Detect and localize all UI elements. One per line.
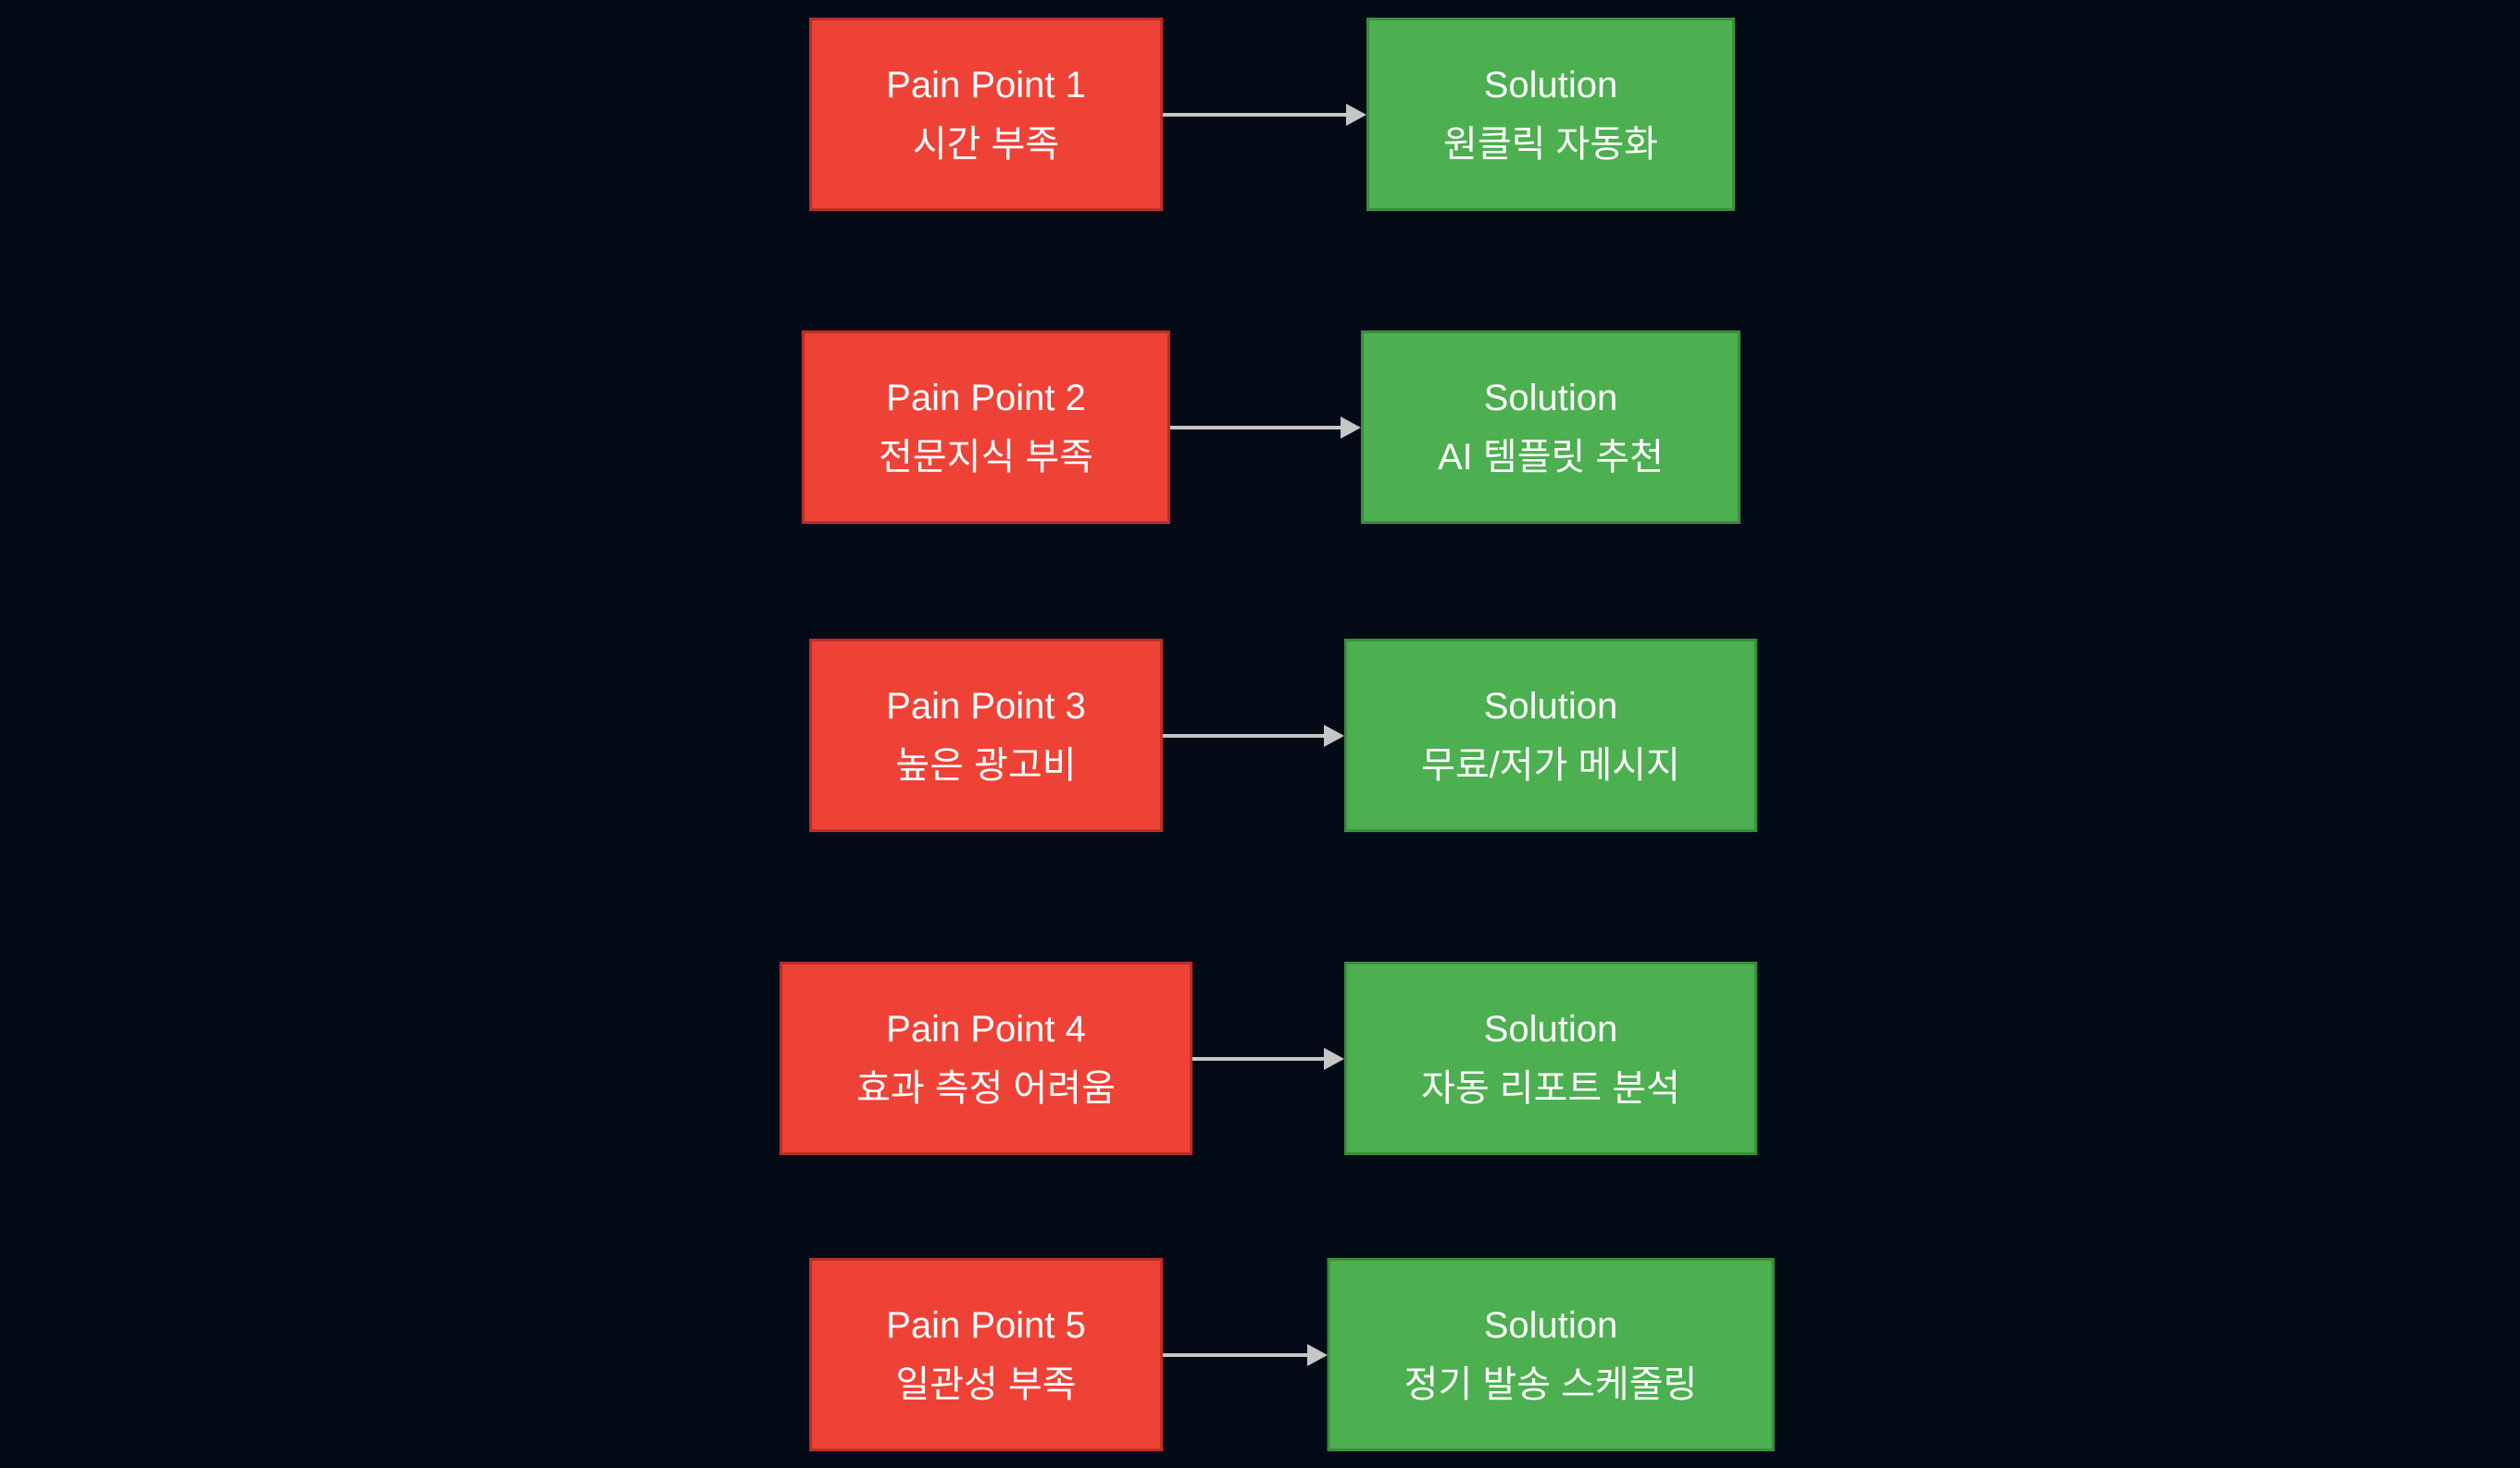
pain-point-subtitle: 시간 부족	[912, 123, 1060, 165]
solution-node: Solution 정기 발송 스케줄링	[1327, 1258, 1775, 1451]
arrow-head	[1324, 1047, 1345, 1070]
arrow-head	[1324, 724, 1345, 747]
flow-row: Pain Point 4 효과 측정 어려움 Solution 자동 리포트 분…	[0, 962, 2520, 1155]
solution-title: Solution	[1483, 1304, 1618, 1346]
arrow-right-icon	[1162, 1343, 1328, 1367]
flow-row: Pain Point 3 높은 광고비 Solution 무료/저가 메시지	[0, 639, 2520, 832]
arrow-right-icon	[1162, 724, 1345, 748]
solution-title: Solution	[1483, 377, 1618, 418]
solution-subtitle: 원클릭 자동화	[1443, 123, 1658, 165]
arrow-line	[1162, 733, 1325, 738]
solution-subtitle: 자동 리포트 분석	[1421, 1067, 1680, 1109]
solution-node: Solution 무료/저가 메시지	[1344, 639, 1757, 832]
solution-title: Solution	[1483, 64, 1618, 106]
pain-point-node: Pain Point 5 일관성 부족	[809, 1258, 1163, 1451]
pain-point-node: Pain Point 2 전문지식 부족	[802, 330, 1170, 524]
arrow-head	[1306, 1343, 1328, 1366]
solution-subtitle: 정기 발송 스케줄링	[1403, 1363, 1698, 1405]
flow-row: Pain Point 1 시간 부족 Solution 원클릭 자동화	[0, 18, 2520, 211]
arrow-right-icon	[1191, 1047, 1345, 1071]
arrow-right-icon	[1169, 416, 1361, 440]
solution-title: Solution	[1483, 685, 1618, 727]
arrow-line	[1162, 112, 1347, 117]
solution-node: Solution 자동 리포트 분석	[1344, 962, 1757, 1155]
pain-point-subtitle: 일관성 부족	[895, 1363, 1077, 1405]
arrow-head	[1340, 416, 1361, 439]
arrow-line	[1191, 1056, 1325, 1061]
pain-point-subtitle: 높은 광고비	[895, 744, 1077, 786]
arrow-right-icon	[1162, 103, 1367, 127]
arrow-head	[1346, 103, 1367, 126]
arrow-line	[1169, 425, 1341, 429]
pain-point-title: Pain Point 3	[886, 685, 1086, 727]
solution-node: Solution 원클릭 자동화	[1366, 18, 1735, 211]
solution-subtitle: 무료/저가 메시지	[1421, 744, 1680, 786]
pain-point-title: Pain Point 1	[886, 64, 1086, 106]
solution-title: Solution	[1483, 1008, 1618, 1050]
solution-node: Solution AI 템플릿 추천	[1360, 330, 1741, 524]
pain-point-subtitle: 전문지식 부족	[879, 436, 1093, 478]
pain-point-title: Pain Point 5	[886, 1304, 1086, 1346]
pain-point-node: Pain Point 3 높은 광고비	[809, 639, 1163, 832]
pain-point-node: Pain Point 4 효과 측정 어려움	[780, 962, 1192, 1155]
pain-point-title: Pain Point 2	[886, 377, 1086, 418]
pain-point-node: Pain Point 1 시간 부족	[809, 18, 1163, 211]
arrow-line	[1162, 1352, 1307, 1357]
pain-point-title: Pain Point 4	[886, 1008, 1086, 1050]
flow-row: Pain Point 5 일관성 부족 Solution 정기 발송 스케줄링	[0, 1258, 2520, 1451]
pain-point-subtitle: 효과 측정 어려움	[856, 1067, 1116, 1109]
solution-subtitle: AI 템플릿 추천	[1437, 436, 1665, 478]
flow-row: Pain Point 2 전문지식 부족 Solution AI 템플릿 추천	[0, 330, 2520, 524]
